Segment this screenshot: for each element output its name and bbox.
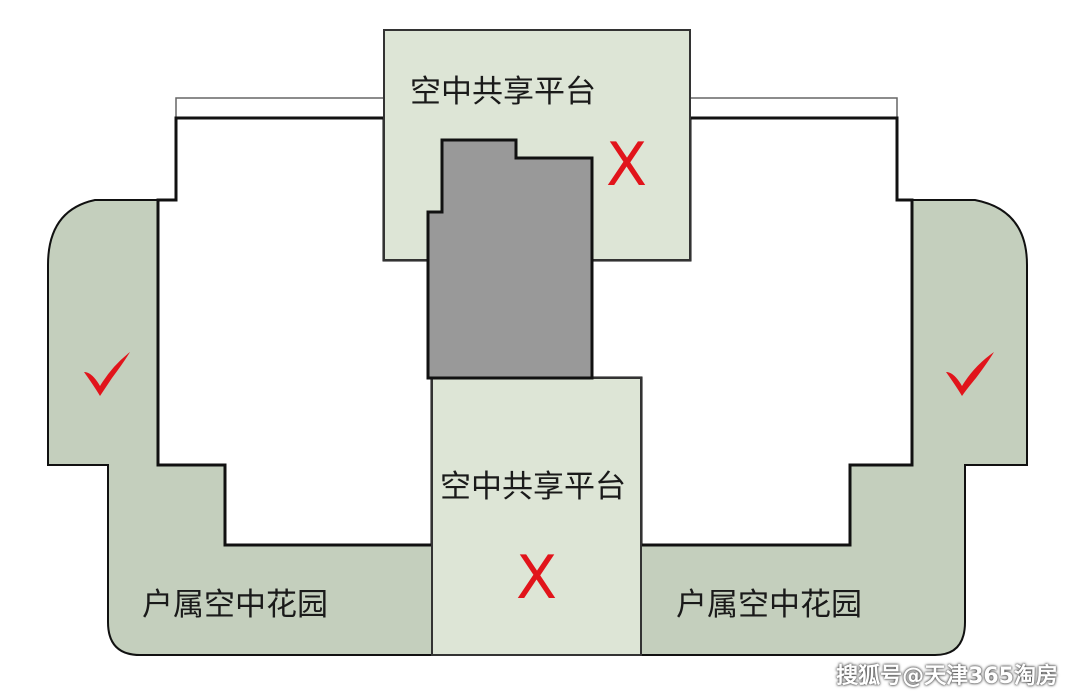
top-platform-label: 空中共享平台	[410, 74, 596, 110]
bottom-platform-x-mark: X	[516, 543, 557, 613]
building-core	[426, 138, 594, 380]
top-platform-x-mark: X	[606, 130, 647, 200]
watermark-text: 搜狐号@天津365淘房	[836, 664, 1058, 689]
left-parapet	[175, 97, 385, 119]
left-garden-label: 户属空中花园	[142, 587, 328, 623]
right-parapet	[689, 97, 898, 119]
bottom-shared-platform	[431, 377, 642, 656]
bottom-platform-label: 空中共享平台	[440, 469, 626, 505]
left-check-icon	[84, 352, 130, 396]
right-garden-label: 户属空中花园	[676, 587, 862, 623]
right-check-icon	[946, 352, 994, 396]
left-garden-area	[47, 199, 433, 656]
right-garden-area	[640, 199, 1028, 656]
